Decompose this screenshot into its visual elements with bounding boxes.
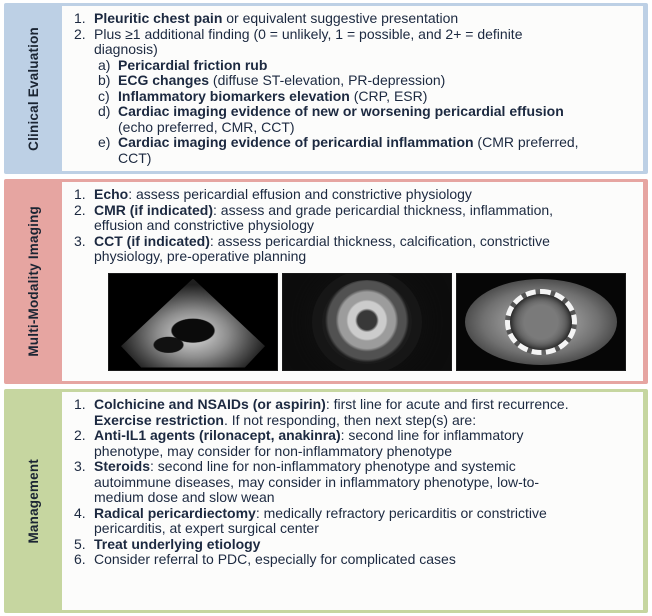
item-marker: 2. (74, 427, 86, 443)
clinical-evaluation-label: Clinical Evaluation (4, 3, 62, 174)
text-segment: or equivalent suggestive presentation (222, 10, 459, 26)
item-marker: 2. (74, 25, 86, 42)
list-item: 5. Treat underlying etiology (74, 535, 586, 553)
list-item: c) Inflammatory biomarkers elevation (CRP… (74, 87, 586, 105)
text-segment-bold: Pleuritic chest pain (94, 10, 223, 26)
item-marker: b) (98, 72, 111, 88)
clinical-evaluation-list: 1. Pleuritic chest pain or equivalent sug… (74, 10, 586, 166)
item-marker: e) (98, 134, 111, 150)
management-list: 1. Colchicine and NSAIDs (or aspirin): fi… (74, 396, 586, 568)
text-segment: (CRP, ESR) (349, 87, 428, 104)
text-segment: . If not responding, then next step(s) a… (223, 411, 477, 428)
item-text: Pleuritic chest pain or equivalent sugge… (94, 10, 586, 27)
item-text: Cardiac imaging evidence of pericardial … (118, 134, 586, 166)
section-multi-modality-imaging: Multi-Modality Imaging 1.Echo: assess pe… (4, 179, 648, 384)
item-marker: d) (98, 103, 111, 119)
text-segment-bold: CCT (if indicated) (94, 232, 210, 249)
list-item: 1. Pleuritic chest pain or equivalent sug… (74, 10, 586, 27)
text-segment-bold: Pericardial friction rub (118, 56, 268, 73)
text-segment-bold: Cardiac imaging evidence of new or worse… (118, 103, 564, 119)
multi-modality-imaging-label: Multi-Modality Imaging (4, 179, 62, 384)
text-segment: (diffuse ST-elevation, PR-depression) (209, 72, 446, 88)
list-item: 1. Colchicine and NSAIDs (or aspirin): fi… (74, 396, 586, 428)
section-clinical-evaluation: Clinical Evaluation 1. Pleuritic chest pa… (4, 3, 648, 174)
text-segment-bold: Radical pericardiectomy (94, 504, 256, 521)
item-marker: 6. (74, 551, 86, 567)
text-segment-bold: Steroids (94, 458, 151, 474)
item-text: Colchicine and NSAIDs (or aspirin): firs… (94, 396, 586, 428)
list-item: 3. CCT (if indicated): assess pericardial… (74, 232, 586, 265)
cardiac-mr-image (282, 272, 452, 371)
clinical-evaluation-label-text: Clinical Evaluation (25, 26, 41, 151)
text-segment: : second line for inflammatory phenotype… (94, 427, 524, 459)
text-segment: (CMR preferred, CCT) (118, 134, 579, 166)
multi-modality-imaging-content: 1. Echo: assess pericardial effusion and … (62, 182, 643, 381)
item-marker: 4. (74, 504, 86, 521)
item-marker: 2. (74, 201, 86, 218)
text-segment-bold: Anti-IL1 agents (rilonacept, anakinra) (94, 427, 341, 443)
text-segment-bold: ECG changes (118, 72, 210, 88)
item-text: Pericardial friction rub (118, 56, 586, 74)
list-item: 4. Radical pericardiectomy: medically ref… (74, 504, 586, 537)
text-segment-bold: CMR (if indicated) (94, 201, 213, 218)
management-label: Management (4, 389, 62, 613)
text-segment: : medically refractory pericarditis or c… (94, 504, 547, 536)
list-item: e) Cardiac imaging evidence of pericardia… (74, 134, 586, 166)
item-text: Treat underlying etiology (94, 535, 586, 553)
clinical-evaluation-content: 1. Pleuritic chest pain or equivalent sug… (62, 6, 643, 171)
cardiac-ct-image (456, 272, 626, 371)
item-text: Plus ≥1 additional finding (0 = unlikely… (94, 25, 586, 58)
item-marker: 1. (74, 186, 86, 202)
text-segment: : assess and grade pericardial thickness… (94, 201, 554, 233)
section-management: Management 1. Colchicine and NSAIDs (or a… (4, 389, 648, 613)
text-segment: : assess pericardial effusion and constr… (128, 186, 472, 202)
item-marker: 1. (74, 396, 86, 412)
list-item: a) Pericardial friction rub (74, 56, 586, 74)
item-marker: a) (98, 56, 111, 73)
list-item: 1. Echo: assess pericardial effusion and … (74, 186, 586, 203)
list-item: 2. Plus ≥1 additional finding (0 = unlike… (74, 25, 586, 58)
item-text: Cardiac imaging evidence of new or worse… (118, 103, 586, 135)
list-item: 2. CMR (if indicated): assess and grade p… (74, 201, 586, 234)
imaging-thumbnails (108, 272, 635, 371)
item-marker: c) (98, 87, 110, 104)
item-text: CMR (if indicated): assess and grade per… (94, 201, 586, 234)
multi-modality-imaging-label-text: Multi-Modality Imaging (25, 206, 41, 357)
list-item: 2. Anti-IL1 agents (rilonacept, anakinra)… (74, 427, 586, 459)
item-text: Steroids: second line for non-inflammato… (94, 458, 586, 506)
item-text: CCT (if indicated): assess pericardial t… (94, 232, 586, 265)
echocardiogram-image (108, 272, 278, 371)
list-item: d) Cardiac imaging evidence of new or wor… (74, 103, 586, 135)
text-segment: Consider referral to PDC, especially for… (94, 551, 456, 567)
management-label-text: Management (25, 458, 41, 544)
text-segment: : second line for non-inflammatory pheno… (94, 458, 540, 505)
item-marker: 3. (74, 232, 86, 249)
text-segment-bold: Treat underlying etiology (94, 535, 261, 552)
text-segment: : first line for acute and first recurre… (325, 396, 569, 412)
item-text: Radical pericardiectomy: medically refra… (94, 504, 586, 537)
text-segment: Plus ≥1 additional finding (0 = unlikely… (94, 25, 523, 57)
text-segment-bold: Inflammatory biomarkers elevation (118, 87, 350, 104)
text-segment-bold: Colchicine and NSAIDs (or aspirin) (94, 396, 326, 412)
item-text: Inflammatory biomarkers elevation (CRP, … (118, 87, 586, 105)
list-item: 3. Steroids: second line for non-inflamma… (74, 458, 586, 506)
item-marker: 1. (74, 10, 86, 26)
management-content: 1. Colchicine and NSAIDs (or aspirin): fi… (62, 392, 643, 610)
text-segment-bold: Echo (94, 186, 129, 202)
item-text: Anti-IL1 agents (rilonacept, anakinra): … (94, 427, 586, 459)
item-text: Echo: assess pericardial effusion and co… (94, 186, 586, 203)
item-marker: 5. (74, 535, 86, 552)
item-text: ECG changes (diffuse ST-elevation, PR-de… (118, 72, 586, 89)
text-segment: (echo preferred, CMR, CCT) (118, 118, 295, 135)
text-segment: : assess pericardial thickness, calcific… (94, 232, 550, 264)
multi-modality-imaging-list: 1. Echo: assess pericardial effusion and … (74, 186, 586, 265)
text-segment-bold: Cardiac imaging evidence of pericardial … (118, 134, 474, 150)
list-item: b) ECG changes (diffuse ST-elevation, PR-… (74, 72, 586, 89)
item-text: Consider referral to PDC, especially for… (94, 551, 586, 568)
text-segment-bold: Exercise restriction (94, 411, 224, 428)
list-item: 6. Consider referral to PDC, especially f… (74, 551, 586, 568)
item-marker: 3. (74, 458, 86, 474)
